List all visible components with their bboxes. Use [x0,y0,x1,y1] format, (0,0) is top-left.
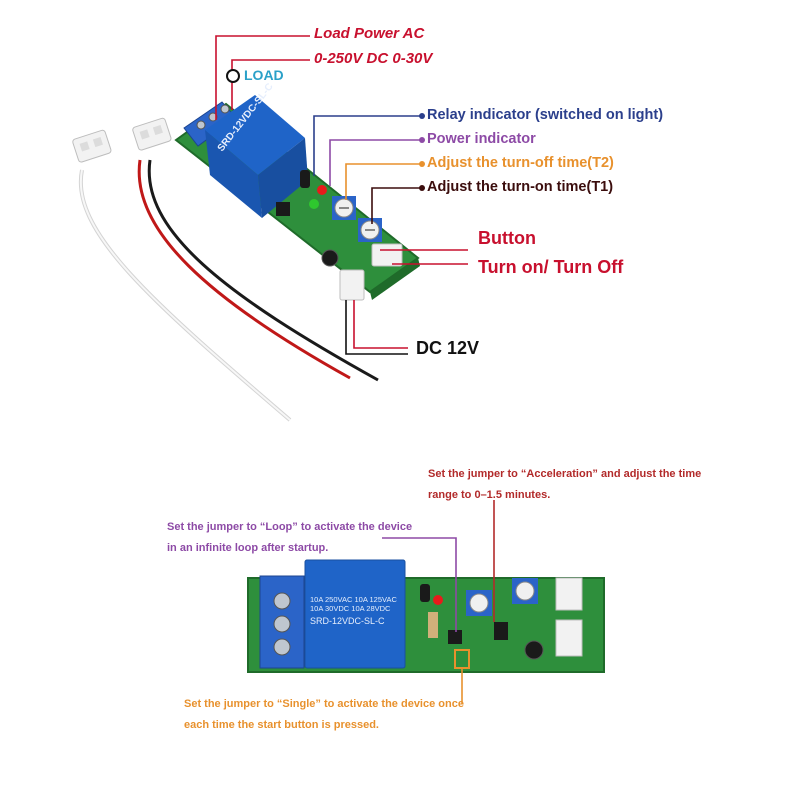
white-connector-plug [72,129,112,163]
acceleration-note: Set the jumper to “Acceleration” and adj… [428,468,702,501]
turn-on-time-leader [371,187,420,224]
dc-connector [339,269,365,301]
power-indicator-leader [329,139,420,186]
turn-off-time-leader [345,163,420,200]
load-terminal-icon [226,69,240,83]
mode-jumper [448,630,462,644]
power-indicator-label: Power indicator [427,131,536,147]
dc-connector-front [555,619,583,657]
button-connector [371,243,403,267]
turn-off-time-label: Adjust the turn-off time(T2) [427,155,614,171]
relay-led [317,185,327,195]
top-module-illustration: SRD-12VDC-SL-C [72,35,468,422]
signal-connector-plug [132,117,172,151]
relay-indicator-label: Relay indicator (switched on light) [427,107,664,123]
turn-on-time-label: Adjust the turn-on time(T1) [427,179,614,195]
button-label: Button [478,228,536,248]
capacitor [321,249,339,267]
loop-note: Set the jumper to “Loop” to activate the… [167,521,413,554]
turn-on-off-label: Turn on/ Turn Off [478,257,624,277]
acceleration-jumper [494,622,508,640]
single-note: Set the jumper to “Single” to activate t… [184,698,464,731]
load-label: LOAD [244,67,284,83]
jumper-header [276,202,290,216]
bottom-module-illustration: 10A 250VAC 10A 125VAC 10A 30VDC 10A 28VD… [247,500,605,704]
relay-rating-line-2: 10A 30VDC 10A 28VDC [310,604,391,613]
black-power-wire [147,159,379,382]
resistor [428,612,438,638]
transistor [300,170,310,188]
load-power-ac-label: Load Power AC [314,25,425,42]
loop-leader [382,537,457,632]
dc-leader-black [345,300,408,355]
relay-component-front [304,559,406,669]
dc-leader-red [353,300,408,349]
power-led [309,199,319,209]
dc-12v-label: DC 12V [416,338,480,358]
load-range-leader [231,59,310,110]
button-connector-front [555,577,583,611]
potentiometer-t2-front [466,590,492,616]
relay-indicator-leader [313,115,420,176]
relay-model-text-front: SRD-12VDC-SL-C [310,616,385,626]
capacitor-front [524,640,544,660]
red-power-wire [137,159,351,380]
relay-rating-line-1: 10A 250VAC 10A 125VAC [310,595,397,604]
relay-led-front [433,595,443,605]
relay-component [205,95,308,218]
potentiometer-t1-front [512,578,538,604]
potentiometer-t2 [332,196,356,220]
load-ac-leader [215,35,310,120]
transistor-front [420,584,430,602]
load-voltage-range-label: 0-250V DC 0-30V [314,50,433,67]
potentiometer-t1 [358,218,382,242]
